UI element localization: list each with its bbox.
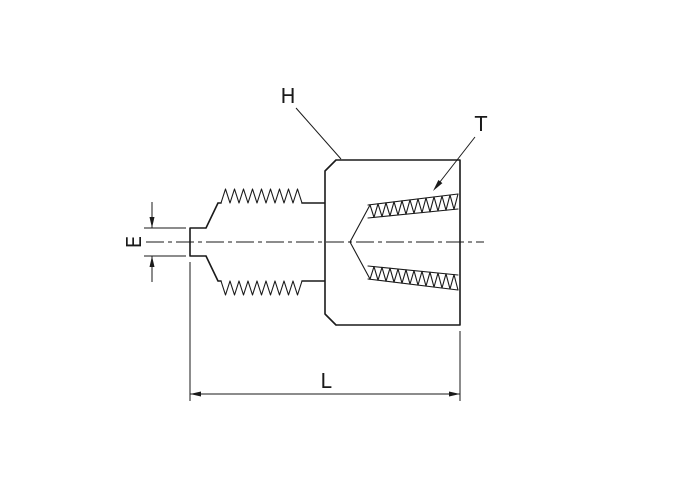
thread-envelope-lines-bottom <box>367 265 459 291</box>
leader-h: H <box>280 84 342 160</box>
leader-t-line <box>435 136 476 188</box>
dim-l-extension-lines <box>189 262 461 401</box>
dim-e-extension-lines <box>144 227 186 257</box>
thread-end-cone <box>349 204 371 280</box>
thread-envelope-lines-top <box>367 193 459 219</box>
leader-t-arrowhead <box>433 180 443 191</box>
male-thread <box>220 188 303 296</box>
label-t: T <box>474 112 488 136</box>
dim-e-arrow-bottom <box>149 256 155 267</box>
male-thread-zigzag-bottom <box>220 280 303 296</box>
pipe-thread-zigzag-top <box>369 193 459 218</box>
leader-h-line <box>295 107 342 160</box>
part-outline <box>189 159 461 326</box>
male-thread-zigzag-top <box>220 188 303 204</box>
dimension-l: L <box>189 262 461 401</box>
tapered-pipe-thread <box>349 193 459 291</box>
dimension-e: E <box>122 202 186 282</box>
label-l: L <box>320 369 332 393</box>
dim-l-arrow-right <box>449 391 460 397</box>
dim-e-arrow-top <box>149 217 155 228</box>
dim-l-arrow-left <box>190 391 201 397</box>
leader-t: T <box>433 112 488 191</box>
label-h: H <box>280 84 295 108</box>
pipe-thread-zigzag-bottom <box>369 266 459 291</box>
label-e: E <box>122 236 146 249</box>
